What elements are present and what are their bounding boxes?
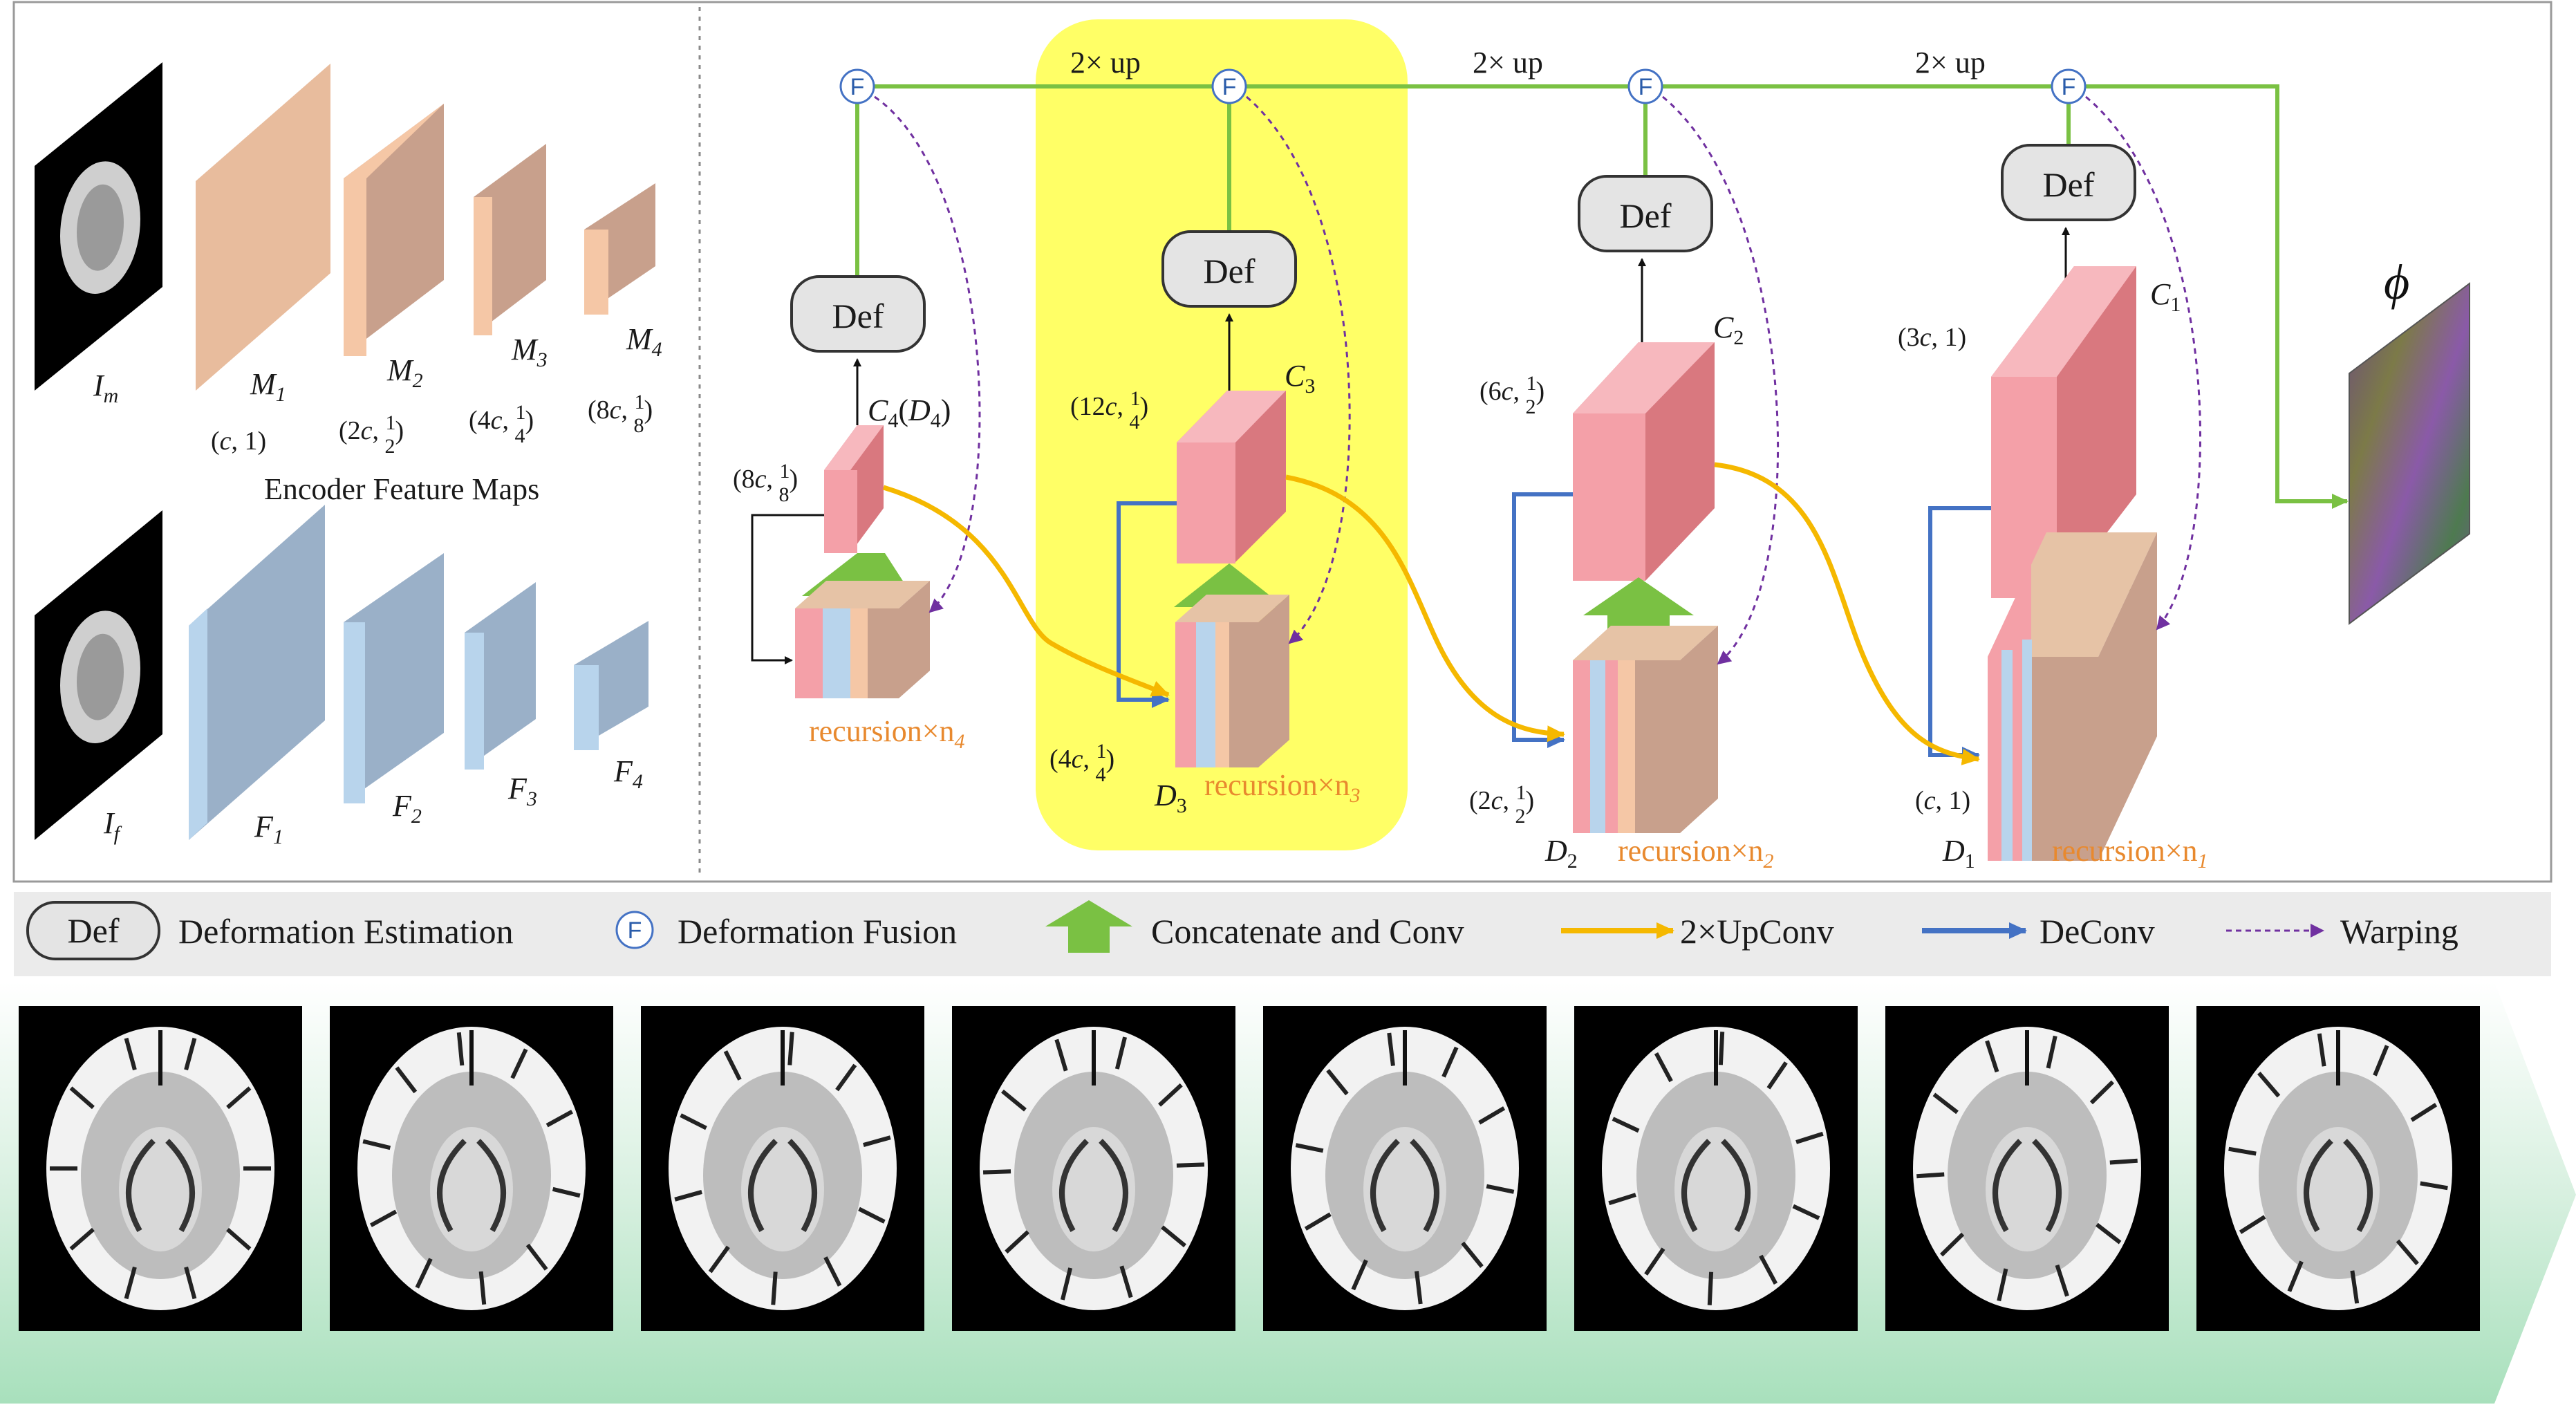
c4-label: C4(D4) [868, 393, 951, 432]
fixed-image [35, 510, 162, 840]
def-label-1: Def [2043, 165, 2095, 204]
c1-label: C1 [2150, 277, 2181, 316]
moving-feature-map-3 [474, 144, 546, 335]
fusion-circle-3 [1211, 68, 1247, 104]
brain-slice-image [2196, 1006, 2480, 1331]
brain-slice-image [19, 1006, 302, 1331]
legend-label-warping: Warping [2340, 912, 2458, 951]
fusion-label-1: F [2062, 74, 2076, 100]
flow-line [857, 84, 2349, 509]
def-box-3 [1161, 230, 1297, 308]
d1-dims: (c, 1) [1915, 786, 1970, 815]
recursion-4: recursion×n4 [809, 714, 965, 753]
c2-label: C2 [1713, 310, 1744, 349]
brain-slice-image [641, 1006, 924, 1331]
m1-dims: (c, 1) [211, 427, 266, 456]
deformation-field-output [2349, 282, 2470, 625]
legend-fusion-text: F [628, 917, 642, 944]
brain-slice-image [1885, 1006, 2169, 1331]
brain-slice-image [330, 1006, 613, 1331]
brain-slice-image [952, 1006, 1235, 1331]
legend-concat-icon [1045, 900, 1132, 953]
fusion-circle-1 [2051, 68, 2087, 104]
legend-label-fusion: Deformation Fusion [678, 912, 957, 951]
brain-slice-image [1263, 1006, 1547, 1331]
encoder-panel: Im If M1 M2 M3 M4 (c, 1) [35, 62, 662, 848]
def-box-4 [790, 275, 926, 353]
fixed-feature-map-3 [465, 582, 536, 770]
moving-feature-map-1 [196, 64, 330, 391]
legend-def-text: Def [68, 911, 120, 950]
legend-def-box [26, 901, 160, 960]
fusion-label-2: F [1639, 74, 1653, 100]
up-label-1: 2× up [1070, 46, 1141, 80]
fusion-label-3: F [1222, 74, 1237, 100]
phi-label: ϕ [2384, 254, 2409, 310]
fusion-label-4: F [850, 74, 865, 100]
legend-label-upconv: 2×UpConv [1680, 912, 1834, 951]
decoder-panel: 2× up 2× up 2× up Def [733, 19, 2470, 873]
c3-label: C3 [1285, 359, 1315, 398]
d3-label: D3 [1154, 779, 1187, 817]
def-label-4: Def [832, 297, 884, 335]
up-label-2: 2× up [1473, 46, 1543, 80]
fusion-circle-2 [1627, 68, 1663, 104]
fusion-circle-4 [839, 68, 875, 104]
moving-feature-map-2 [344, 104, 444, 356]
legend-fusion-icon [615, 911, 654, 949]
d2-label: D2 [1544, 834, 1578, 873]
legend-label-deconv: DeConv [2040, 912, 2155, 951]
c1-dims: (3c, 1) [1898, 323, 1966, 352]
legend-label-def: Deformation Estimation [178, 912, 514, 951]
brain-slices [19, 1006, 2480, 1331]
def-box-1 [2001, 144, 2136, 221]
brain-slice-image [1574, 1006, 1858, 1331]
up-label-3: 2× up [1915, 46, 1986, 80]
def-label-3: Def [1204, 252, 1256, 290]
def-label-2: Def [1620, 196, 1672, 235]
moving-feature-map-4 [584, 183, 655, 315]
recursion-1: recursion×n1 [2052, 834, 2208, 873]
fixed-feature-map-1 [189, 505, 325, 840]
def-box-2 [1578, 175, 1713, 252]
fixed-feature-map-2 [344, 553, 444, 803]
legend-background [14, 892, 2551, 976]
recursion-2: recursion×n2 [1618, 834, 1774, 873]
legend: Def Deformation Estimation F Deformation… [14, 892, 2551, 976]
fixed-feature-map-4 [574, 621, 648, 750]
legend-label-concat: Concatenate and Conv [1151, 912, 1464, 951]
recursion-3: recursion×n3 [1204, 768, 1361, 807]
moving-image-label: Im [93, 369, 118, 407]
stage-1: Def F C1 (3c, [1714, 68, 2208, 873]
encoder-title: Encoder Feature Maps [264, 472, 539, 506]
d1-label: D1 [1942, 834, 1975, 873]
moving-image [35, 62, 162, 391]
bottom-strip [0, 982, 2576, 1404]
